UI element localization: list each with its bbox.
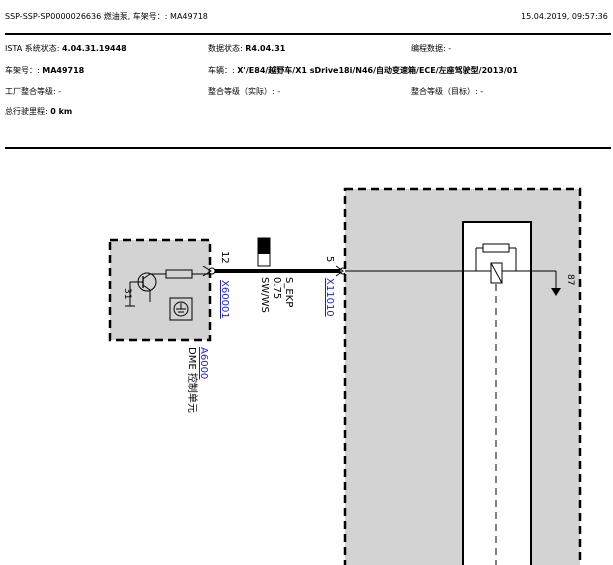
component-id-link[interactable]: A6000 bbox=[198, 347, 209, 379]
wire-gauge-label: 0.75 bbox=[271, 277, 282, 299]
left-pin-icon bbox=[202, 265, 216, 277]
left-pin-number: 12 bbox=[219, 251, 230, 264]
target-integration-level: 整合等级（目标）: - bbox=[411, 87, 484, 96]
wire-signal-label: S_EKP bbox=[283, 277, 294, 307]
report-datetime: 15.04.2019, 09:57:36 bbox=[521, 12, 608, 21]
dme-control-unit-box[interactable] bbox=[108, 238, 212, 342]
transistor-pin-label: 31 bbox=[122, 288, 132, 299]
mileage-field: 总行驶里程: 0 km bbox=[5, 107, 73, 116]
right-pin-number: 5 bbox=[324, 256, 335, 262]
right-connector-link[interactable]: X11010 bbox=[324, 278, 335, 317]
vin-field: 车架号：: MA49718 bbox=[5, 66, 85, 75]
right-pin-icon bbox=[335, 265, 347, 277]
component-name: DME 控制单元 bbox=[186, 347, 199, 413]
actual-integration-level: 整合等级（实际）: - bbox=[208, 87, 281, 96]
transistor-icon bbox=[125, 272, 166, 307]
resistor-icon bbox=[165, 269, 193, 279]
data-status: 数据状态: R4.04.31 bbox=[208, 44, 286, 53]
wire-color-label: SW/WS bbox=[259, 277, 270, 313]
report-title: SSP-SSP-SP0000026636 燃油泵, 车架号：: MA49718 bbox=[5, 12, 208, 21]
left-connector-link[interactable]: X60001 bbox=[219, 280, 230, 319]
factory-integration-level: 工厂整合等级: - bbox=[5, 87, 62, 96]
terminal-87-label: 87 bbox=[565, 274, 575, 285]
relay-coil-icon bbox=[475, 243, 517, 284]
terminal-arrow-icon bbox=[551, 271, 561, 296]
header-divider-bottom bbox=[5, 147, 611, 149]
vehicle-field: 车辆：: X'/E84/越野车/X1 sDrive18i/N46/自动变速箱/E… bbox=[208, 66, 518, 75]
wire-color-swatch-black bbox=[258, 238, 270, 254]
chassis-ground-icon bbox=[169, 297, 193, 321]
report-header: SSP-SSP-SP0000026636 燃油泵, 车架号：: MA49718 … bbox=[0, 0, 613, 150]
ista-status: ISTA 系统状态: 4.04.31.19448 bbox=[5, 44, 127, 53]
programming-data: 编程数据: - bbox=[411, 44, 452, 53]
header-divider-top bbox=[5, 33, 611, 35]
